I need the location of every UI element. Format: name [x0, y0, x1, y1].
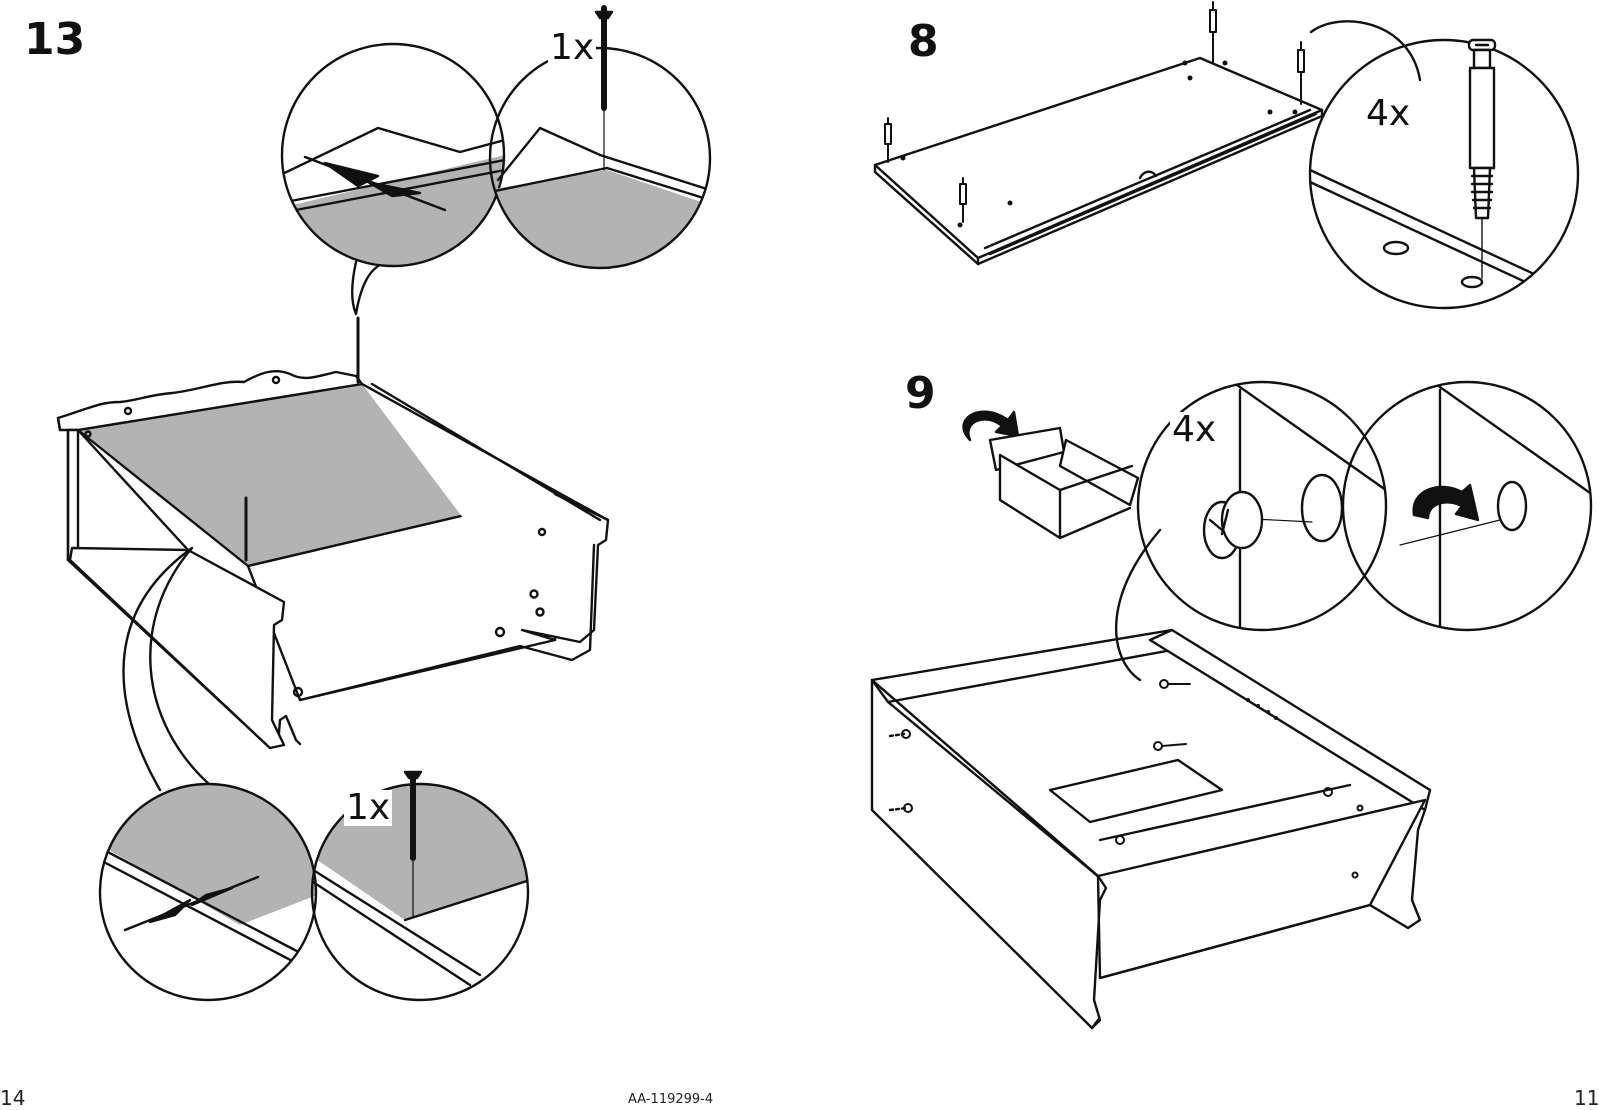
nail-icon — [596, 8, 612, 170]
left-page-number: 14 — [0, 1086, 25, 1110]
dowel-screw-icon — [1469, 40, 1495, 278]
drawer-assembly-step-13 — [58, 262, 608, 790]
step-number-9: 9 — [905, 372, 936, 416]
drawer-bottom-panel-step-8 — [875, 2, 1420, 264]
callout-top-seam — [250, 44, 505, 280]
callout-dowel-screw — [1310, 40, 1590, 312]
quantity-label-bottom-nail: 1x — [344, 790, 392, 826]
right-page-number: 11 — [1574, 1086, 1599, 1110]
rotate-arrow-icon — [1414, 485, 1478, 520]
flip-drawer-small-diagram — [964, 412, 1138, 538]
drawer-assembly-step-9 — [872, 530, 1430, 1028]
step-number-8: 8 — [908, 20, 939, 64]
callout-bottom-nail — [310, 772, 530, 1000]
step-number-13: 13 — [24, 18, 85, 62]
cam-lock-icon — [1204, 492, 1262, 558]
quantity-label-dowel-screw: 4x — [1364, 96, 1412, 132]
callout-top-nail — [488, 8, 710, 270]
quantity-label-cam-lock: 4x — [1170, 412, 1218, 448]
document-id: AA-119299-4 — [628, 1092, 713, 1107]
callout-bottom-seam — [100, 780, 330, 1000]
quantity-label-top-nail: 1x — [548, 30, 596, 66]
callout-cam-lock-turn — [1343, 380, 1599, 630]
